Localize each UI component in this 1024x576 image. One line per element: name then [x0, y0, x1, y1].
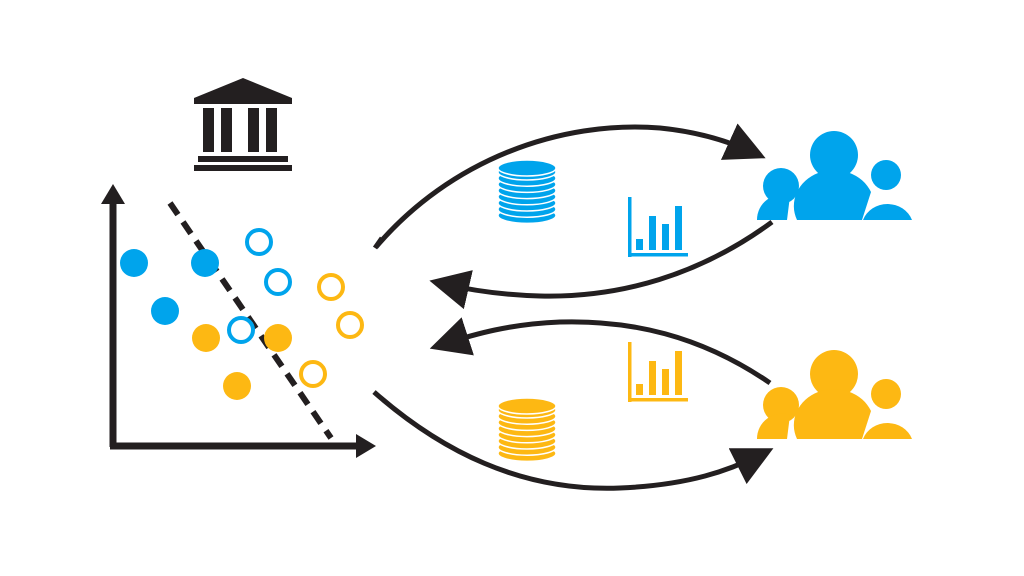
database-icon: [497, 397, 557, 463]
arrow-from-orange-clients: [429, 317, 772, 386]
orange-filled-point: [223, 372, 251, 400]
bar-chart-icon: [628, 197, 688, 257]
blue-filled-point: [120, 249, 148, 277]
scatter-axes: [109, 200, 360, 450]
orange-open-point: [336, 311, 364, 339]
blue-open-point: [264, 268, 292, 296]
scatter-points: [120, 228, 364, 400]
bank-building-icon: [194, 78, 292, 171]
x-axis-arrowhead: [356, 434, 376, 458]
bar-chart-icon: [628, 342, 688, 402]
arrow-to-blue-clients: [374, 123, 766, 249]
orange-open-point: [317, 273, 345, 301]
blue-filled-point: [151, 297, 179, 325]
flow-arrows: [372, 123, 774, 491]
orange-filled-point: [192, 324, 220, 352]
orange-client-group: [497, 342, 912, 463]
arrow-to-orange-clients: [372, 390, 774, 491]
blue-open-point: [245, 228, 273, 256]
arrow-from-blue-clients: [429, 219, 774, 310]
blue-open-point: [227, 316, 255, 344]
user-group-icon: [756, 350, 912, 439]
blue-client-group: [497, 131, 912, 257]
y-axis-arrowhead: [101, 184, 125, 204]
orange-open-point: [299, 360, 327, 388]
blue-filled-point: [191, 249, 219, 277]
user-group-icon: [756, 131, 912, 220]
database-icon: [497, 159, 557, 225]
orange-filled-point: [264, 324, 292, 352]
